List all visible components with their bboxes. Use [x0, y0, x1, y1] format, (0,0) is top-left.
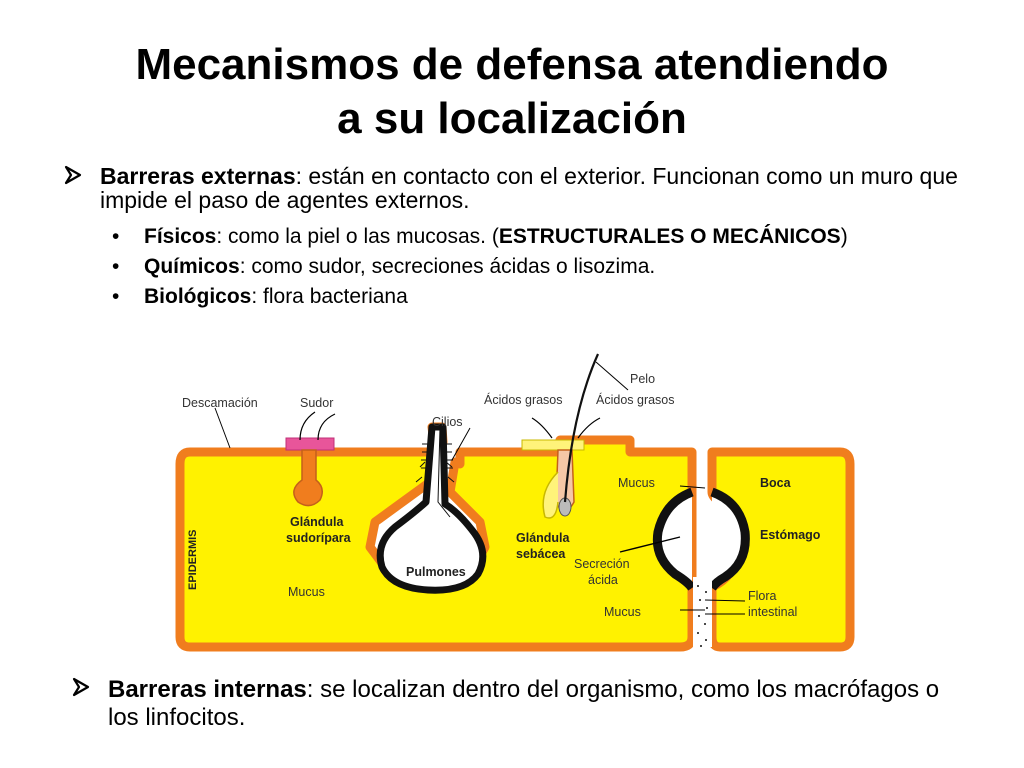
- label-mucus-1: Mucus: [618, 476, 655, 490]
- cilia: [421, 443, 453, 469]
- leader-lines: [214, 361, 746, 615]
- label-secrecion-1: Secreción: [574, 557, 630, 571]
- label-estomago: Estómago: [760, 528, 821, 542]
- bullet-internal-barriers: Barreras internas: se localizan dentro d…: [70, 676, 950, 732]
- label-glandula-sebacea-2: sebácea: [516, 547, 566, 561]
- label-flora-1: Flora: [748, 589, 777, 603]
- sub-text: : flora bacteriana: [251, 285, 408, 308]
- label-acidos-grasos-1: Ácidos grasos: [484, 392, 563, 407]
- sub-term: Químicos: [144, 255, 240, 278]
- sub-term: Biológicos: [144, 285, 252, 308]
- label-acidos-grasos-2: Ácidos grasos: [596, 392, 675, 407]
- arrow-bullet-icon: [72, 677, 90, 697]
- label-boca: Boca: [760, 476, 792, 490]
- bullet-external-barriers: Barreras externas: están en contacto con…: [62, 164, 1007, 212]
- page-title: Mecanismos de defensa atendiendo a su lo…: [0, 38, 1024, 146]
- sub-tail: ): [840, 225, 848, 248]
- sub-item-quimicos: • Químicos: como sudor, secreciones ácid…: [112, 255, 655, 279]
- label-flora-2: intestinal: [748, 605, 797, 619]
- sweat-gland: [285, 411, 336, 507]
- sub-text: : como la piel o las mucosas. (: [216, 225, 499, 248]
- sebaceous-gland: [521, 353, 601, 519]
- internal-term: Barreras internas: [108, 676, 307, 703]
- bullet-dot-icon: •: [112, 285, 120, 308]
- defense-barriers-diagram: Descamación Sudor Cilios Ácidos grasos Á…: [175, 353, 855, 652]
- label-epidermis: EPIDERMIS: [187, 529, 199, 590]
- label-pelo: Pelo: [630, 372, 655, 386]
- sub-text: : como sudor, secreciones ácidas o lisoz…: [239, 255, 656, 278]
- label-mucus-3: Mucus: [604, 605, 641, 619]
- external-text: : están en contacto con el exterior. Fun…: [100, 163, 958, 213]
- arrow-bullet-icon: [64, 165, 82, 185]
- sub-item-biologicos: • Biológicos: flora bacteriana: [112, 285, 408, 309]
- internal-text: : se localizan dentro del organismo, com…: [108, 676, 940, 731]
- lungs: [376, 423, 487, 594]
- title-line-2: a su localización: [337, 94, 687, 143]
- title-line-1: Mecanismos de defensa atendiendo: [135, 40, 889, 89]
- label-secrecion-2: ácida: [588, 573, 618, 587]
- external-term: Barreras externas: [100, 163, 296, 189]
- sub-term: Físicos: [144, 225, 217, 248]
- label-descamacion: Descamación: [182, 396, 258, 410]
- label-pulmones: Pulmones: [406, 565, 466, 579]
- label-glandula-sudoripara-1: Glándula: [290, 515, 345, 529]
- label-glandula-sebacea-1: Glándula: [516, 531, 571, 545]
- label-cilios: Cilios: [432, 415, 463, 429]
- right-tissue-block: [652, 447, 855, 652]
- label-glandula-sudoripara-2: sudorípara: [286, 531, 352, 545]
- bullet-dot-icon: •: [112, 225, 120, 248]
- sub-item-fisicos: • Físicos: como la piel o las mucosas. (…: [112, 225, 848, 249]
- label-mucus-2: Mucus: [288, 585, 325, 599]
- sub-emph: ESTRUCTURALES O MECÁNICOS: [498, 225, 841, 248]
- bullet-dot-icon: •: [112, 255, 120, 278]
- label-sudor: Sudor: [300, 396, 333, 410]
